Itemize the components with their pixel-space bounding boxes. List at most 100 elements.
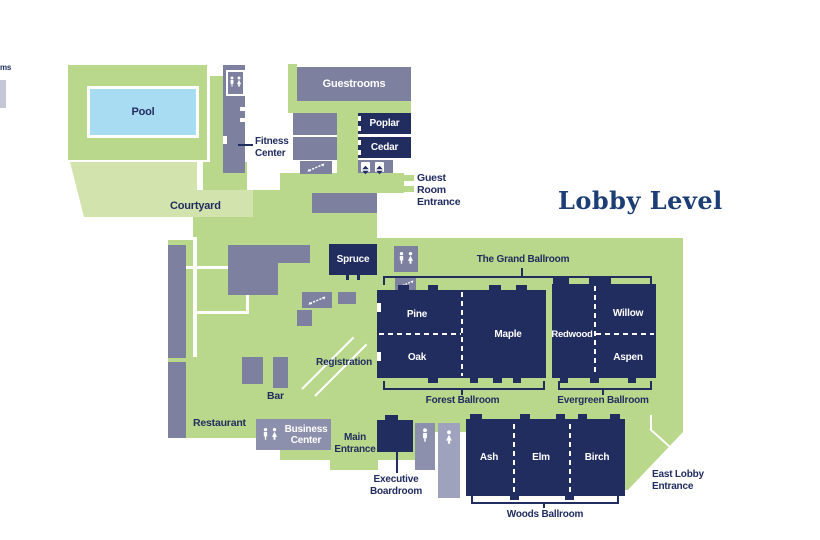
- cedar-room: [358, 137, 411, 158]
- guest-wing-block-a: [293, 113, 337, 135]
- fitness-door-1: [240, 107, 245, 111]
- forest-ballroom-bracket: [383, 381, 545, 390]
- spruce-door-tick-2: [357, 275, 360, 280]
- woods-roof-tab: [556, 414, 565, 419]
- page-title: Lobby Level: [558, 186, 723, 215]
- service-block-L-top: [228, 245, 310, 263]
- forest-ballroom-label: Forest Ballroom: [425, 395, 500, 406]
- restroom-icon: [399, 251, 404, 264]
- spruce-door-tick-1: [346, 275, 349, 280]
- service-block-small-b: [297, 310, 312, 326]
- ballroom-door-tab: [560, 378, 568, 383]
- spruce-room: [329, 244, 377, 275]
- ballroom-door-tab: [590, 378, 599, 383]
- east-entrance-path-vertical: [650, 415, 652, 429]
- pool: [87, 86, 199, 138]
- fitness-center-pointer: [238, 144, 253, 146]
- ballroom-door-west-1: [377, 303, 381, 312]
- service-block-L-bottom: [228, 263, 278, 295]
- corridor-line-horizontal-1: [168, 266, 228, 269]
- service-block-small-a: [338, 292, 356, 304]
- spruce-label: Spruce: [336, 254, 370, 265]
- woods-roof-tab: [520, 414, 530, 419]
- upper-lobby-area: [193, 217, 308, 242]
- mens-restroom-icon: [417, 427, 433, 447]
- woods-ballroom-label: Woods Ballroom: [506, 509, 584, 520]
- fitness-center-strip: [223, 65, 245, 173]
- airwall-willow-aspen: [596, 333, 654, 335]
- evergreen-ballroom-label: Evergreen Ballroom: [557, 395, 649, 406]
- bar-label: Bar: [267, 390, 284, 402]
- poplar-door-2: [358, 126, 361, 131]
- bar-block-a: [242, 357, 263, 384]
- airwall-ash-elm: [513, 424, 515, 492]
- ballroom-door-tab: [493, 378, 502, 383]
- ballroom-door-tab: [513, 378, 521, 383]
- corridor-line-horizontal-2: [197, 311, 249, 314]
- woods-roof-tab: [610, 414, 620, 419]
- woods-ballroom-bracket: [471, 495, 619, 504]
- courtyard-label: Courtyard: [170, 200, 221, 212]
- poplar-label: Poplar: [369, 118, 400, 129]
- forest-ballroom-pointer: [461, 388, 463, 395]
- edge-fragment-label: ms: [0, 63, 12, 72]
- elevator-icon: [375, 162, 384, 175]
- guestrooms-label: Guestrooms: [322, 78, 386, 90]
- guest-room-entrance-label: Guest Room Entrance: [417, 172, 461, 208]
- executive-boardroom-label: Executive Boardroom: [369, 474, 423, 497]
- guest-entrance-corridor: [280, 173, 404, 193]
- fitness-door-2: [240, 118, 245, 122]
- guestrooms-left-strip: [288, 64, 297, 113]
- pool-label: Pool: [131, 106, 155, 118]
- east-lobby-entrance-label: East Lobby Entrance: [652, 469, 704, 492]
- pool-side-corridor: [210, 76, 223, 173]
- woods-ballroom-block: [466, 419, 625, 496]
- west-wall-strip-lower: [168, 362, 186, 438]
- airwall-elm-birch: [569, 424, 571, 492]
- fitness-restroom-box: [226, 70, 245, 96]
- maple-label: Maple: [494, 328, 522, 340]
- cedar-label: Cedar: [370, 142, 399, 153]
- fitness-center-label: Fitness Center: [255, 136, 289, 159]
- evergreen-ballroom-bracket: [558, 381, 652, 390]
- airwall-pine-oak: [379, 333, 461, 335]
- fitness-door-3: [223, 136, 227, 144]
- guest-entrance-tab-top: [404, 175, 414, 181]
- ballroom-roof-tab: [428, 285, 438, 290]
- guest-entrance-tab-bottom: [404, 186, 414, 192]
- mid-vertical-corridor: [337, 100, 358, 173]
- registration-label: Registration: [316, 357, 372, 368]
- bar-block-b: [273, 357, 288, 388]
- woods-door-tab: [510, 496, 519, 500]
- ballroom-door-west-2: [377, 352, 381, 361]
- ballroom-roof-tab: [553, 278, 569, 284]
- womens-restroom-icon: [441, 429, 457, 449]
- cedar-door-2: [358, 150, 361, 155]
- guestrooms-block: [297, 67, 411, 101]
- escalator-icon: [307, 163, 325, 172]
- lobby-restroom-block: [394, 246, 418, 272]
- business-center-restroom-icon: [260, 424, 280, 446]
- elevator-icon: [361, 162, 370, 175]
- courtyard-area: [70, 162, 197, 217]
- stairs-block: [302, 292, 332, 308]
- willow-label: Willow: [612, 307, 644, 319]
- escalator-icon: [308, 296, 326, 305]
- restroom-icon: [227, 73, 244, 93]
- executive-roof-tab: [385, 415, 398, 420]
- airwall-redwood-willow: [594, 286, 596, 376]
- woods-roof-tab: [470, 414, 482, 419]
- business-center-label: Business Center: [284, 424, 328, 446]
- woods-roof-tab: [578, 414, 587, 419]
- courtyard-east-area: [197, 190, 253, 217]
- birch-label: Birch: [584, 451, 610, 463]
- elm-label: Elm: [532, 451, 550, 463]
- ballroom-door-tab: [628, 378, 636, 383]
- woods-ballroom-pointer: [543, 502, 545, 508]
- executive-boardroom-pointer: [396, 452, 398, 473]
- west-wall-strip-upper: [168, 245, 186, 358]
- ballroom-roof-tab: [589, 278, 611, 284]
- main-entrance-south-area: [330, 460, 378, 470]
- mid-service-block: [312, 193, 377, 213]
